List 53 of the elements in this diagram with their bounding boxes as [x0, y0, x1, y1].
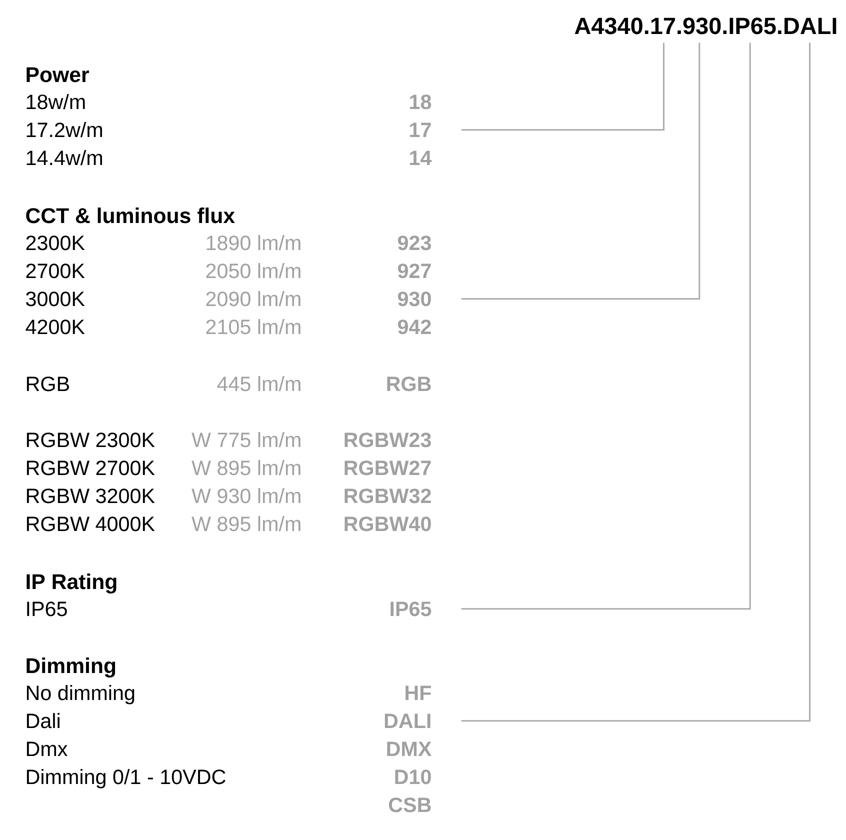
- option-code: 17: [410, 122, 431, 137]
- option-code: RGBW27: [344, 460, 431, 476]
- option-label: IP65: [27, 602, 67, 616]
- leader-line: [461, 42, 664, 131]
- flux-value: W 895 lm/m: [192, 460, 300, 476]
- leader-line: [461, 42, 700, 300]
- flux-value: W 775 lm/m: [192, 432, 300, 448]
- option-code: 927: [398, 264, 431, 278]
- section-heading: CCT & luminous flux: [26, 208, 235, 224]
- option-code: RGBW23: [344, 432, 431, 448]
- option-code: 18: [410, 94, 432, 110]
- section-heading: Dimming: [26, 658, 116, 678]
- option-label: RGBW 4000K: [26, 516, 155, 532]
- option-label: RGB: [26, 376, 69, 392]
- option-code: HF: [406, 686, 431, 700]
- option-code: DMX: [387, 742, 432, 756]
- option-label: RGBW 2300K: [26, 432, 155, 448]
- option-code: 942: [398, 320, 431, 334]
- option-label: 2300K: [26, 236, 85, 250]
- option-label: 4200K: [26, 320, 85, 334]
- leader-line: [461, 42, 810, 722]
- flux-value: 1890 lm/m: [206, 235, 300, 250]
- order-code: A4340.17.930.IP65.DALI: [574, 18, 836, 34]
- option-label: 14.4w/m: [26, 150, 102, 166]
- option-label: Dali: [26, 713, 60, 728]
- option-code: 930: [398, 292, 431, 306]
- section-heading: IP Rating: [26, 574, 116, 594]
- flux-value: W 895 lm/m: [192, 516, 300, 532]
- option-code: RGBW40: [344, 516, 431, 532]
- option-code: 923: [398, 236, 431, 250]
- option-label: RGBW 3200K: [26, 488, 155, 504]
- option-code: 14: [410, 150, 432, 165]
- option-code: CSB: [388, 798, 431, 812]
- flux-value: W 930 lm/m: [192, 488, 300, 504]
- flux-value: 2105 lm/m: [206, 319, 300, 334]
- option-label: Dmx: [26, 742, 68, 756]
- flux-value: 2090 lm/m: [206, 291, 300, 306]
- option-code: RGB: [387, 376, 431, 392]
- option-label: 3000K: [26, 292, 85, 306]
- option-label: Dimming 0/1 - 10VDC: [26, 769, 226, 788]
- option-label: RGBW 2700K: [26, 460, 155, 476]
- flux-value: 2050 lm/m: [206, 263, 300, 278]
- section-heading: Power: [26, 67, 89, 82]
- option-code: D10: [395, 770, 431, 784]
- option-code: DALI: [384, 714, 430, 728]
- option-code: IP65: [390, 602, 432, 616]
- option-label: No dimming: [26, 685, 134, 704]
- option-label: 18w/m: [26, 94, 85, 110]
- option-label: 17.2w/m: [26, 122, 102, 138]
- option-label: 2700K: [26, 264, 85, 278]
- leader-line: [461, 42, 751, 610]
- flux-value: 445 lm/m: [217, 376, 300, 392]
- option-code: RGBW32: [344, 488, 431, 504]
